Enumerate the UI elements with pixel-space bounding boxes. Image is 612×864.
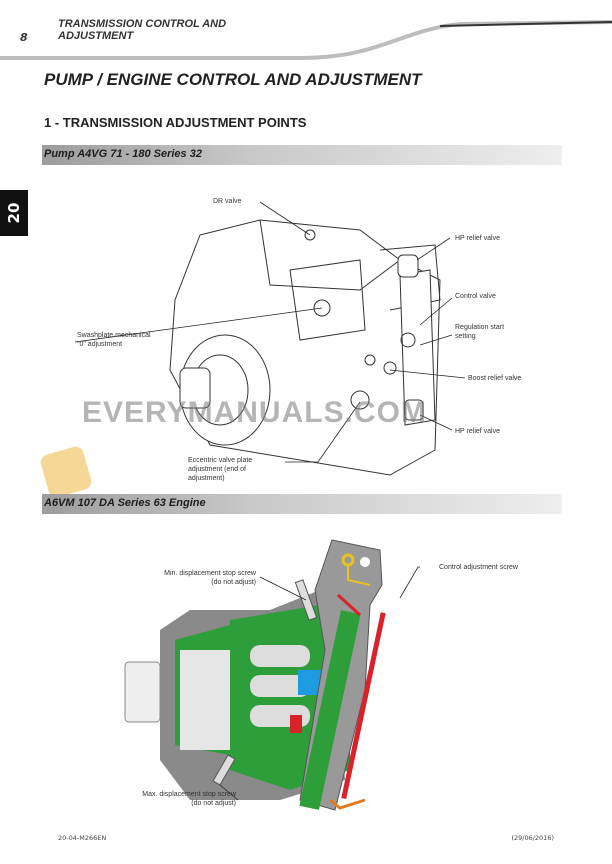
label-swashplate-adjustment: Swashplate mechanical "0" adjustment — [77, 331, 151, 349]
label-line: Min. displacement stop screw — [164, 570, 256, 577]
chapter-title-line1: TRANSMISSION CONTROL AND — [58, 18, 227, 30]
chapter-title-line2: ADJUSTMENT — [58, 30, 134, 42]
label-min-displacement-stop-screw: Min. displacement stop screw (do not adj… — [120, 569, 256, 587]
footer-date: (29/06/2016) — [511, 834, 554, 842]
watermark: EVERYMANUALS.COM — [82, 396, 427, 429]
label-line: Eccentric valve plate — [188, 457, 253, 464]
page-number: 8 — [20, 31, 28, 44]
label-line: (do not adjust) — [211, 579, 256, 586]
section-heading: 1 - TRANSMISSION ADJUSTMENT POINTS — [44, 115, 307, 130]
label-line: (do not adjust) — [191, 800, 236, 807]
label-line: adjustment (end of — [188, 466, 246, 473]
chapter-title: TRANSMISSION CONTROL AND ADJUSTMENT — [58, 18, 226, 42]
label-regulation-start-setting: Regulation start setting — [455, 323, 504, 341]
side-tab: 20 — [0, 190, 28, 236]
label-line: adjustment) — [188, 475, 225, 482]
label-control-adjustment-screw: Control adjustment screw — [439, 564, 518, 571]
figure2-caption: A6VM 107 DA Series 63 Engine — [44, 497, 206, 509]
header-swoosh — [0, 20, 612, 60]
figure1-caption-bar: Pump A4VG 71 - 180 Series 32 — [42, 145, 562, 165]
label-line: Max. displacement stop screw — [142, 791, 236, 798]
footer-doc-code: 20-04-M266EN — [58, 834, 107, 842]
label-line: setting — [455, 333, 476, 340]
label-line: "0" adjustment — [77, 341, 123, 348]
figure1-caption: Pump A4VG 71 - 180 Series 32 — [44, 148, 202, 160]
label-dr-valve: DR valve — [213, 198, 242, 205]
label-line: Regulation start — [455, 324, 505, 331]
label-max-displacement-stop-screw: Max. displacement stop screw (do not adj… — [100, 790, 236, 808]
label-eccentric-valve-plate: Eccentric valve plate adjustment (end of… — [188, 456, 252, 483]
figure2-caption-bar: A6VM 107 DA Series 63 Engine — [42, 494, 562, 514]
pump-a4vg-drawing — [74, 201, 466, 476]
label-line: Swashplate mechanical — [77, 332, 151, 339]
side-tab-number: 20 — [5, 202, 23, 224]
page-title: PUMP / ENGINE CONTROL AND ADJUSTMENT — [44, 70, 422, 89]
label-hp-relief-valve-bottom: HP relief valve — [455, 428, 501, 435]
label-boost-relief-valve: Boost relief valve — [468, 375, 522, 382]
label-control-valve: Control valve — [455, 293, 496, 300]
label-hp-relief-valve-top: HP relief valve — [455, 235, 501, 242]
a6vm-cross-section — [124, 539, 420, 811]
